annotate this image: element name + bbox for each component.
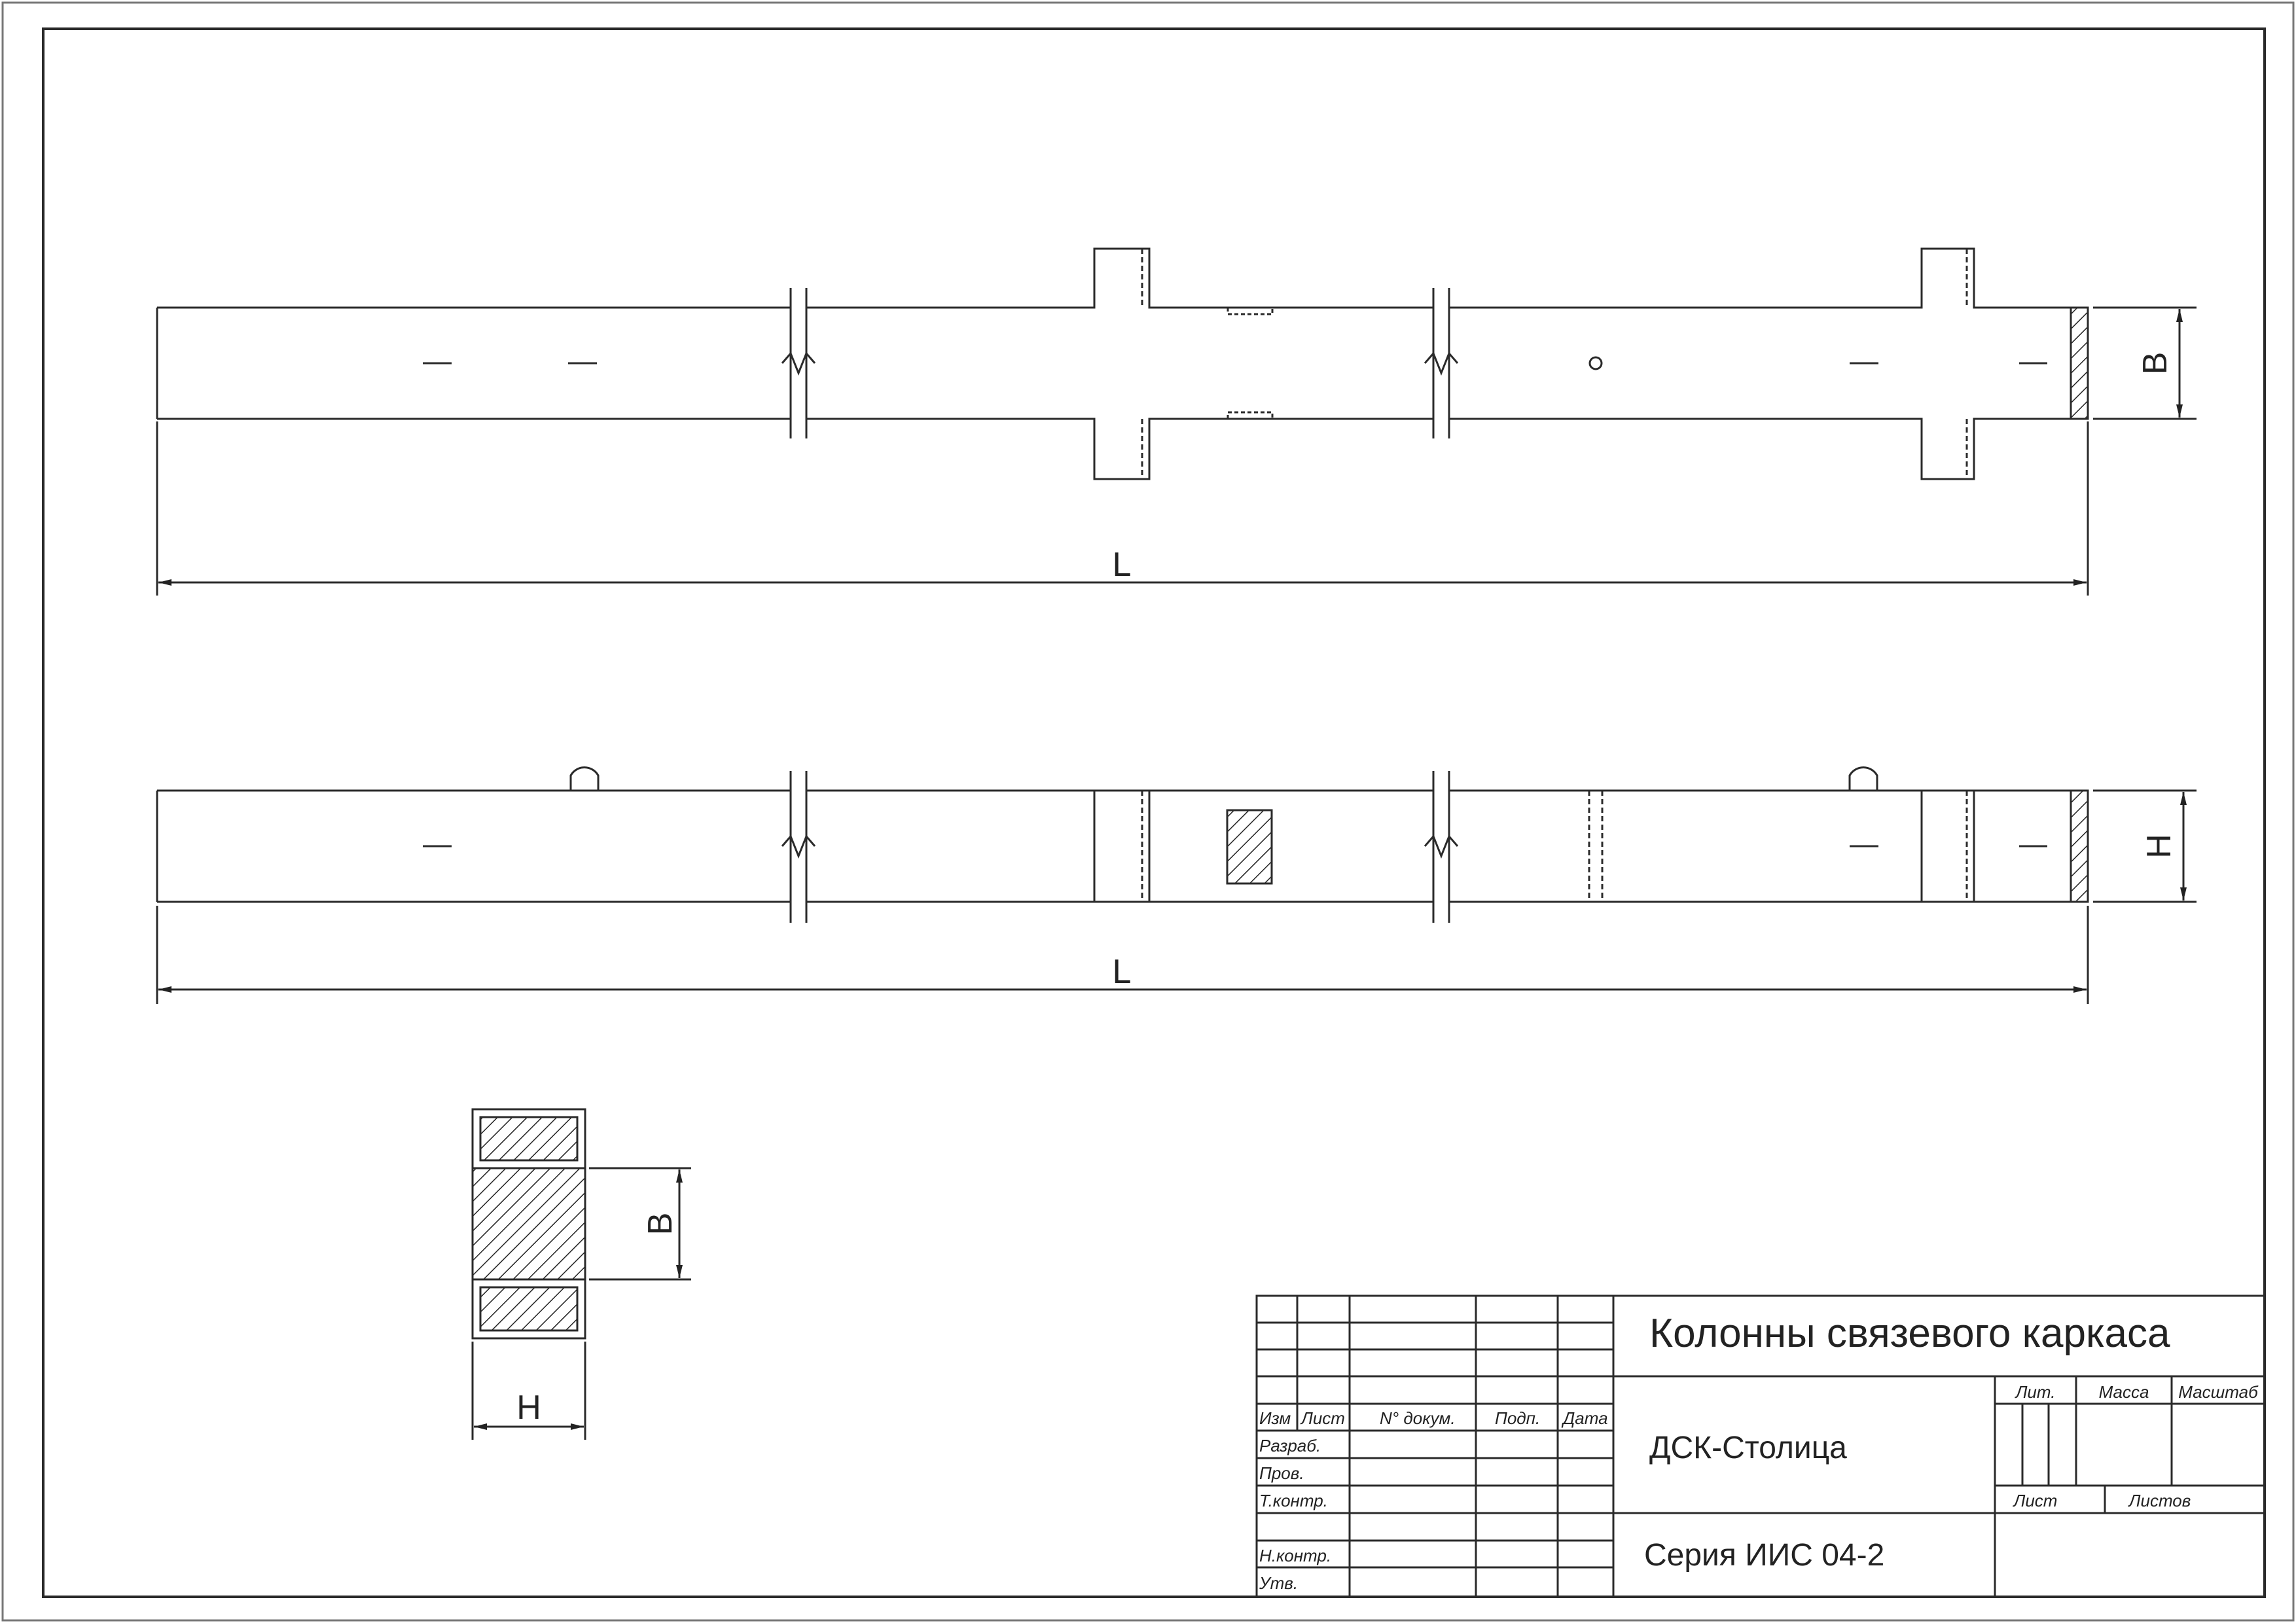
mass-label: Масса [2099,1382,2149,1402]
dim-length-top: L [1113,546,1132,584]
dim-section-height: H [516,1389,541,1427]
drawing-frame [42,27,2266,1598]
row-utv-label: Утв. [1259,1573,1298,1593]
dim-width-top: B [2136,352,2174,375]
organization-name: ДСК-Столица [1649,1431,1847,1465]
dim-section-width: B [641,1213,679,1236]
lifting-hole-mark [1588,356,1603,370]
row-prov-label: Пров. [1259,1463,1304,1483]
row-nkontr-label: Н.контр. [1259,1546,1331,1565]
column-side-view [156,766,2089,923]
drawing-title: Колонны связевого каркаса [1649,1311,2170,1356]
col-sign-label: Подп. [1495,1408,1540,1428]
embedded-plate-hatch [1226,809,1273,885]
dim-height-side: H [2140,834,2178,859]
sheet-label: Лист [2013,1491,2058,1510]
scale-label: Масштаб [2178,1382,2259,1402]
col-izm-label: Изм [1259,1408,1291,1428]
sheets-label: Листов [2128,1491,2191,1510]
col-list-label: Лист [1300,1408,1345,1428]
column-top-view [156,247,2089,480]
lit-label: Лит. [2015,1382,2056,1402]
row-razrab-label: Разраб. [1259,1436,1321,1455]
side-view-dimensions [156,789,2197,1004]
col-doc-label: N° докум. [1380,1408,1456,1428]
row-tkontr-label: Т.контр. [1259,1491,1328,1510]
series-name: Серия ИИС 04-2 [1644,1538,1884,1573]
dim-length-side: L [1113,953,1132,991]
end-plate-hatch-side [2070,789,2089,903]
end-plate-hatch [2070,306,2089,420]
column-cross-section [471,1108,691,1440]
top-view-dimensions [156,306,2197,596]
title-block [1255,1294,2266,1598]
col-date-label: Дата [1561,1408,1608,1428]
